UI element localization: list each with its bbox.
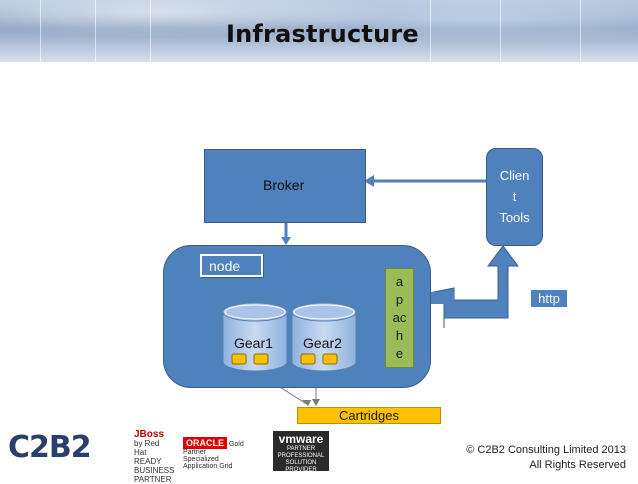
oracle-tier: Gold Partner xyxy=(183,441,244,456)
node-label: node xyxy=(209,258,241,274)
broker-to-node-arrowhead xyxy=(281,237,291,245)
apache-label-line-3: ac xyxy=(392,310,407,325)
jboss-brand: JBoss xyxy=(134,429,165,440)
gear2-label: Gear2 xyxy=(303,335,342,351)
cartridges-arrowhead-2 xyxy=(312,399,320,406)
gear2-pad-1 xyxy=(300,353,316,365)
rights-line: All Rights Reserved xyxy=(529,459,626,471)
client-label-line-3: Tools xyxy=(499,210,530,225)
gear1-pad-1 xyxy=(231,353,247,365)
gear1-pad-2 xyxy=(253,353,269,365)
oracle-line-1: Specialized xyxy=(183,456,219,463)
cartridges-arrowhead-1 xyxy=(302,400,311,406)
copyright-line: © C2B2 Consulting Limited 2013 xyxy=(466,444,626,456)
broker-label: Broker xyxy=(263,177,305,193)
slide-title: Infrastructure xyxy=(226,20,419,48)
cartridges-box: Cartridges xyxy=(297,407,441,424)
oracle-brand: ORACLE xyxy=(183,437,227,449)
apache-box: a p ac h e xyxy=(385,268,414,368)
apache-to-client-arrow xyxy=(413,245,519,328)
client-to-broker-arrowhead xyxy=(364,175,374,187)
vmware-line-1: PROFESSIONAL xyxy=(277,453,325,459)
jboss-line-1: READY xyxy=(134,457,162,466)
apache-label-line-1: a xyxy=(395,274,404,289)
apache-label-line-2: p xyxy=(395,292,404,307)
header-banner xyxy=(0,0,638,62)
oracle-partner-logo: ORACLE Gold Partner Specialized Applicat… xyxy=(183,437,263,477)
gear1-cylinder xyxy=(222,302,288,372)
gear1-label: Gear1 xyxy=(234,335,273,351)
client-tools-box: Clien t Tools xyxy=(486,148,543,246)
node-label-box: node xyxy=(200,254,263,277)
client-label-line-2: t xyxy=(512,189,517,204)
oracle-line-2: Application Grid xyxy=(183,463,233,470)
copyright-notice: © C2B2 Consulting Limited 2013 All Right… xyxy=(466,443,626,473)
apache-label-line-4: h xyxy=(395,328,404,343)
gear2-cylinder xyxy=(291,302,357,372)
broker-box: Broker xyxy=(204,149,366,223)
jboss-line-2: BUSINESS xyxy=(134,466,175,475)
c2b2-logo: C2B2 xyxy=(8,430,92,465)
jboss-sub: by Red Hat xyxy=(134,439,160,457)
vmware-brand: vmware xyxy=(278,432,324,446)
apache-label-line-5: e xyxy=(395,346,404,361)
vmware-sub: PARTNER xyxy=(286,446,316,452)
gear2-pad-2 xyxy=(322,353,338,365)
jboss-line-3: PARTNER xyxy=(134,475,172,484)
http-label: http xyxy=(531,290,567,307)
client-label-line-1: Clien xyxy=(499,168,530,183)
vmware-line-2: SOLUTION PROVIDER xyxy=(285,460,317,473)
jboss-partner-logo: JBoss by Red Hat READY BUSINESS PARTNER xyxy=(134,429,175,484)
vmware-partner-logo: vmware PARTNER PROFESSIONAL SOLUTION PRO… xyxy=(273,431,329,473)
